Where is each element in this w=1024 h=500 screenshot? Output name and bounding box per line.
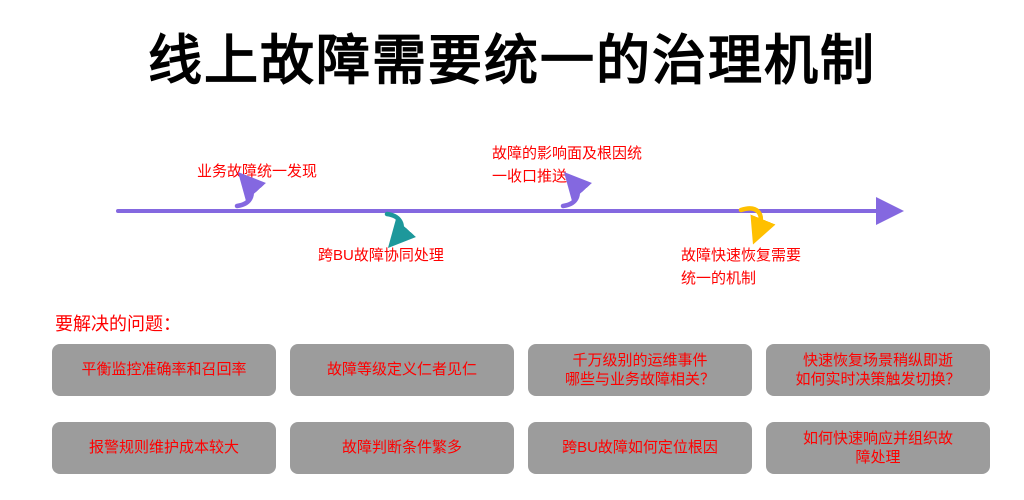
timeline-label-impact-rootcause: 故障的影响面及根因统 一收口推送 — [492, 145, 643, 186]
page-title: 线上故障需要统一的治理机制 — [148, 31, 876, 91]
problems-heading: 要解决的问题： — [55, 314, 181, 334]
timeline-label-fast-recovery: 故障快速恢复需要 统一的机制 — [681, 247, 802, 288]
problem-card: 千万级别的运维事件 哪些与业务故障相关？ — [528, 344, 752, 396]
problem-card: 跨BU故障如何定位根因 — [528, 422, 752, 474]
problem-card: 报警规则维护成本较大 — [52, 422, 276, 474]
timeline-axis — [116, 197, 904, 225]
problem-card: 故障等级定义仁者见仁 — [290, 344, 514, 396]
curved-arrow-down-icon — [384, 211, 417, 249]
curved-arrow-up-icon — [560, 171, 593, 209]
problem-card: 快速恢复场景稍纵即逝 如何实时决策触发切换？ — [766, 344, 990, 396]
curved-arrow-up-icon — [234, 171, 267, 209]
timeline-label-crossbu-handling: 跨BU故障协同处理 — [318, 247, 444, 264]
curved-arrow-down-icon — [738, 206, 776, 245]
problems-grid: 平衡监控准确率和召回率 故障等级定义仁者见仁 千万级别的运维事件 哪些与业务故障… — [52, 344, 990, 474]
timeline-label-discovery: 业务故障统一发现 — [197, 163, 318, 180]
problem-card: 故障判断条件繁多 — [290, 422, 514, 474]
problem-card: 平衡监控准确率和召回率 — [52, 344, 276, 396]
problem-card: 如何快速响应并组织故 障处理 — [766, 422, 990, 474]
